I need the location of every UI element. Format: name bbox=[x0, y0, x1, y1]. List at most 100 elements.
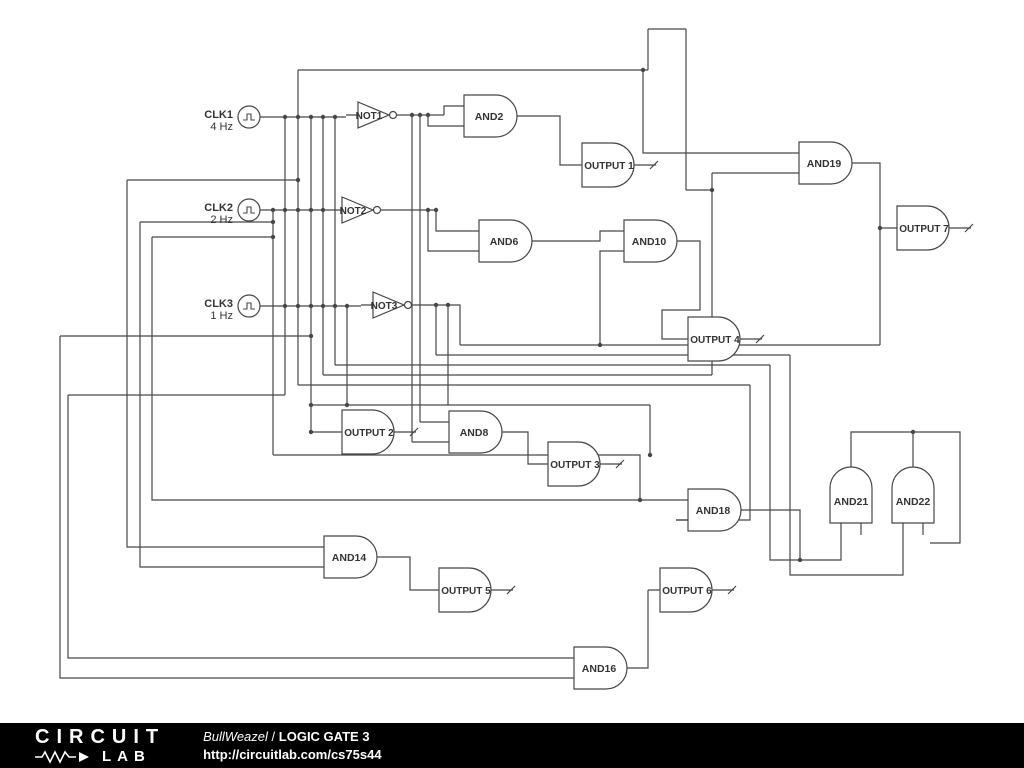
and-gate-AND6[interactable] bbox=[478, 219, 533, 263]
junction-dot bbox=[320, 207, 326, 213]
output-probe-OUTPUT-6[interactable] bbox=[659, 567, 713, 613]
wire bbox=[139, 222, 312, 568]
output-probe-OUTPUT-3[interactable] bbox=[547, 441, 601, 487]
wire bbox=[789, 355, 904, 576]
wire bbox=[435, 210, 467, 232]
gate-label: OUTPUT 6 bbox=[662, 586, 712, 597]
not-bubble-icon bbox=[372, 205, 382, 215]
gate-label: AND16 bbox=[582, 663, 617, 675]
and-gate-AND21[interactable] bbox=[829, 466, 873, 524]
wire bbox=[599, 250, 612, 345]
not-gate-NOT3[interactable] bbox=[372, 291, 406, 319]
gate-label: AND18 bbox=[696, 505, 731, 517]
wire bbox=[642, 70, 787, 154]
and-gate-pins bbox=[437, 421, 517, 443]
and-gate-AND18[interactable] bbox=[687, 488, 742, 532]
clock-label: CLK2 bbox=[204, 202, 233, 214]
gate-label: AND8 bbox=[460, 427, 489, 439]
wire bbox=[427, 115, 452, 127]
junction-dot bbox=[647, 452, 653, 458]
junction-dot bbox=[320, 303, 326, 309]
wire bbox=[769, 365, 842, 561]
junction-dot bbox=[433, 302, 439, 308]
square-wave-icon bbox=[243, 302, 255, 310]
junction-dot bbox=[282, 207, 288, 213]
resistor-icon bbox=[35, 749, 89, 764]
and-gate-AND16[interactable] bbox=[573, 646, 628, 690]
output-probe-OUTPUT-5[interactable] bbox=[438, 567, 492, 613]
junction-dot bbox=[597, 342, 603, 348]
logo-lab-text: LAB bbox=[102, 748, 151, 765]
junction-dot bbox=[308, 402, 314, 408]
junction-dot bbox=[282, 303, 288, 309]
junction-dot bbox=[320, 114, 326, 120]
gate-label: AND22 bbox=[896, 496, 931, 508]
not-gate-NOT2[interactable] bbox=[341, 196, 375, 224]
junction-dot bbox=[308, 207, 314, 213]
junction-dot bbox=[344, 402, 350, 408]
wire bbox=[547, 230, 612, 242]
not-bubble-icon bbox=[403, 300, 413, 310]
wire bbox=[427, 210, 467, 252]
and-gate-AND22[interactable] bbox=[891, 466, 935, 524]
junction-dot bbox=[640, 67, 646, 73]
clock-label: CLK1 bbox=[204, 109, 233, 121]
gate-label: OUTPUT 2 bbox=[344, 428, 394, 439]
gate-label: AND14 bbox=[332, 552, 367, 564]
output-pin bbox=[330, 427, 419, 437]
junction-dot bbox=[295, 303, 301, 309]
junction-dot bbox=[637, 497, 643, 503]
output-probe-OUTPUT-4[interactable] bbox=[687, 316, 741, 362]
gate-label: OUTPUT 4 bbox=[690, 335, 740, 346]
square-wave-icon bbox=[243, 113, 255, 121]
output-probe-OUTPUT-7[interactable] bbox=[896, 205, 950, 251]
gate-label: NOT1 bbox=[356, 111, 383, 122]
junction-dot bbox=[417, 112, 423, 118]
gate-label: NOT3 bbox=[371, 301, 398, 312]
and-gate-AND19[interactable] bbox=[798, 141, 853, 185]
schematic-url[interactable]: http://circuitlab.com/cs75s44 bbox=[203, 746, 382, 762]
and-gate-pins bbox=[312, 546, 392, 568]
gate-label: AND10 bbox=[632, 236, 667, 248]
junction-dot bbox=[910, 429, 916, 435]
clock-source-CLK2[interactable] bbox=[237, 198, 261, 222]
junction-dot bbox=[409, 112, 415, 118]
and-gate-AND2[interactable] bbox=[463, 94, 518, 138]
gate-label: OUTPUT 5 bbox=[441, 586, 491, 597]
title-separator: / bbox=[271, 728, 276, 744]
circuitlab-logo[interactable]: CIRCUIT LAB bbox=[35, 727, 165, 764]
junction-dot bbox=[308, 333, 314, 339]
not-gate-NOT1[interactable] bbox=[357, 101, 391, 129]
and-gate-pins bbox=[902, 455, 924, 535]
output-probe-OUTPUT-2[interactable] bbox=[341, 409, 395, 455]
junction-dot bbox=[344, 303, 350, 309]
and-gate-pins bbox=[562, 657, 642, 679]
output-pin bbox=[885, 223, 974, 233]
wire bbox=[392, 556, 427, 591]
wire bbox=[642, 590, 649, 669]
clock-source-CLK1[interactable] bbox=[237, 105, 261, 129]
and-gate-AND10[interactable] bbox=[623, 219, 678, 263]
junction-dot bbox=[445, 302, 451, 308]
junction-dot bbox=[877, 225, 883, 231]
gate-label: OUTPUT 1 bbox=[584, 161, 634, 172]
author-name[interactable]: BullWeazel bbox=[203, 728, 268, 744]
wire bbox=[443, 105, 452, 115]
gate-label: NOT2 bbox=[340, 206, 367, 217]
clock-freq-label: 4 Hz bbox=[210, 121, 233, 133]
and-gate-AND8[interactable] bbox=[448, 410, 503, 454]
junction-dot bbox=[433, 207, 439, 213]
wire bbox=[517, 431, 536, 465]
output-pin bbox=[570, 160, 659, 170]
junction-dot bbox=[797, 557, 803, 563]
wire bbox=[425, 304, 461, 345]
output-pin bbox=[427, 585, 516, 595]
title-line: BullWeazel / LOGIC GATE 3 bbox=[203, 728, 381, 746]
and-gate-AND14[interactable] bbox=[323, 535, 378, 579]
wire bbox=[867, 162, 885, 229]
output-pin bbox=[648, 585, 737, 595]
clock-source-CLK3[interactable] bbox=[237, 294, 261, 318]
output-probe-OUTPUT-1[interactable] bbox=[581, 142, 635, 188]
output-pin bbox=[676, 334, 765, 344]
